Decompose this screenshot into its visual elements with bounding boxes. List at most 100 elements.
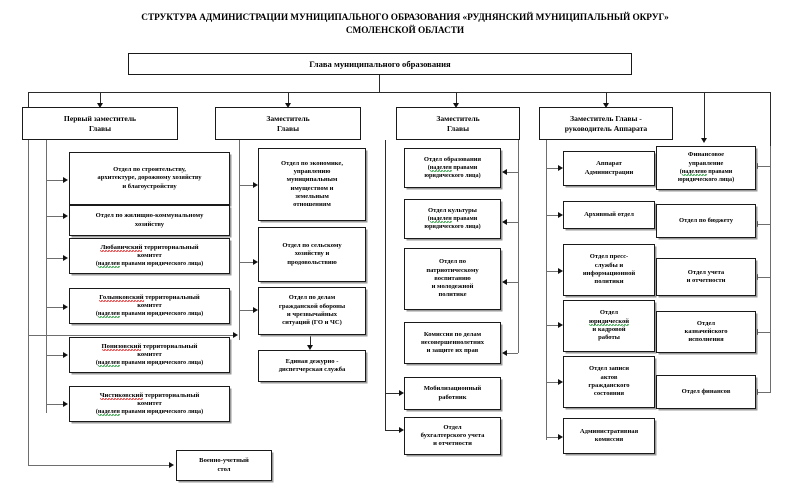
line: комитет xyxy=(137,301,162,309)
spellcheck-word: наделен xyxy=(97,261,120,269)
node-patriotic-education-youth-policy-dept[interactable]: Отдел по патриотическому воспитанию и мо… xyxy=(404,248,501,310)
connector-col3-b2 xyxy=(507,222,518,223)
line: продовольствию xyxy=(287,258,337,266)
arrow-right-military-desk xyxy=(169,462,174,468)
node-archive-dept[interactable]: Архивный отдел xyxy=(563,201,655,229)
legal-note: (наделен правами юридического лица) xyxy=(95,261,204,269)
node-civil-registry-office[interactable]: Отдел записи актов гражданского состояни… xyxy=(563,356,655,408)
spellcheck-word: Любавичский xyxy=(100,243,143,252)
node-administrative-commission[interactable]: Административная комиссия xyxy=(563,418,655,454)
line: актов xyxy=(600,373,618,381)
spellcheck-word: наделен xyxy=(97,311,120,319)
node-label: Заместитель Главы - руководитель Аппарат… xyxy=(540,114,672,133)
connector-drop-col1 xyxy=(100,92,101,105)
node-press-service-information-policy-dept[interactable]: Отдел пресс- службы и информационной пол… xyxy=(563,244,655,296)
line: управление xyxy=(688,159,724,167)
connector-col5-b4 xyxy=(758,392,770,393)
node-label: Отдел бухгалтерского учета и отчетности xyxy=(405,424,500,449)
spellcheck-word: наделен xyxy=(97,409,120,417)
node-first-deputy-head[interactable]: Первый заместитель Главы xyxy=(22,107,178,140)
node-deputy-head-social[interactable]: Заместитель Главы xyxy=(396,107,520,140)
node-unified-dispatch-service[interactable]: Единая дежурно - диспетчерская служба xyxy=(258,350,366,382)
line: Отдел образования xyxy=(423,155,482,163)
node-deputy-head-economy[interactable]: Заместитель Главы xyxy=(215,107,361,140)
connector-col3-b5 xyxy=(385,393,399,394)
node-economy-property-land-dept[interactable]: Отдел по экономике, управлению муниципал… xyxy=(258,148,366,221)
node-accounting-reporting-finance-dept[interactable]: Отдел учета и отчетности xyxy=(656,258,756,296)
node-ponizovsky-territorial-committee[interactable]: Понизовский территориальный комитет (над… xyxy=(69,337,230,373)
arrow-down-col3 xyxy=(453,103,459,108)
connector-drop-col3 xyxy=(456,92,457,105)
node-lyubavichsky-territorial-committee[interactable]: Любавичский территориальный комитет (над… xyxy=(69,238,230,274)
connector-col3-left-bus xyxy=(385,140,386,430)
title-line-2: СМОЛЕНСКОЙ ОБЛАСТИ xyxy=(345,25,465,36)
arrow-down-col2 xyxy=(285,103,291,108)
legal-note: (наделен правами юридического лица) xyxy=(95,360,204,368)
node-label: Чистиковский территориальный комитет (на… xyxy=(70,391,229,417)
line: имуществом и xyxy=(290,184,334,192)
head-line-2: руководитель Аппарата xyxy=(564,123,648,133)
node-juvenile-affairs-commission[interactable]: Комиссия по делам несовершеннолетних и з… xyxy=(404,322,501,364)
line: ситуаций (ГО и ЧС) xyxy=(282,319,342,327)
node-finance-dept[interactable]: Отдел финансов xyxy=(656,375,756,409)
spellcheck-word: наделено xyxy=(681,169,707,176)
line: Отдел по экономике, xyxy=(281,159,343,167)
node-deputy-head-apparatus[interactable]: Заместитель Главы - руководитель Аппарат… xyxy=(539,107,673,140)
node-label: Отдел по делам гражданской обороны и чре… xyxy=(259,294,365,327)
arrow-right-col2-b1 xyxy=(253,182,258,188)
line: Отдел учета xyxy=(687,268,725,276)
line: Отдел по делам xyxy=(288,294,336,302)
line: хозяйству и xyxy=(294,250,330,258)
node-accounting-reporting-dept[interactable]: Отдел бухгалтерского учета и отчетности xyxy=(404,417,501,455)
line: гражданского xyxy=(588,382,630,389)
line: комитет xyxy=(137,399,162,407)
line: и отчетности xyxy=(686,277,726,284)
connector-col1-inner-bus xyxy=(46,140,47,413)
node-treasury-execution-dept[interactable]: Отдел казначейского исполнения xyxy=(656,311,756,353)
arrow-right-col1-b1 xyxy=(63,177,68,183)
node-military-registration-desk[interactable]: Военно-учетный стол xyxy=(176,450,272,481)
connector-col5-bus xyxy=(770,146,771,393)
line: несовершеннолетних xyxy=(420,338,485,346)
line: Комиссия по делам xyxy=(423,330,482,338)
line: диспетчерская служба xyxy=(278,366,346,373)
legal-note-rest: правами юридического лица) xyxy=(119,311,204,318)
line: Административная xyxy=(579,427,639,435)
node-chistikovsky-territorial-committee[interactable]: Чистиковский территориальный комитет (на… xyxy=(69,386,230,422)
node-label: Аппарат Администрации xyxy=(564,160,654,177)
head-line-2: Главы xyxy=(88,123,112,133)
node-golynkovsky-territorial-committee[interactable]: Голынковский территориальный комитет (на… xyxy=(69,288,230,324)
node-construction-architecture-dept[interactable]: Отдел по строительству, архитектуре, дор… xyxy=(69,152,230,205)
node-label: Первый заместитель Главы xyxy=(23,114,177,133)
connector-drop-col5 xyxy=(704,92,705,140)
line-rest: территориальный xyxy=(142,243,199,251)
line: Отдел xyxy=(443,423,462,431)
arrow-right-col4-b3 xyxy=(558,268,563,274)
line: Отдел по строительству, xyxy=(113,166,186,174)
node-mobilization-officer[interactable]: Мобилизационный работник xyxy=(404,377,501,410)
node-housing-utilities-dept[interactable]: Отдел по жилищно-коммунальному хозяйству xyxy=(69,205,230,236)
line: Отдел пресс- xyxy=(589,253,629,261)
line: исполнения xyxy=(688,336,724,344)
line: Отдел xyxy=(599,309,619,317)
line: Администрации xyxy=(584,168,634,176)
node-legal-hr-dept[interactable]: Отдел юридической и кадровой работы xyxy=(563,300,655,352)
arrow-right-col3-b6 xyxy=(399,427,404,433)
node-label: Мобилизационный работник xyxy=(405,385,500,402)
node-administration-apparatus[interactable]: Аппарат Администрации xyxy=(563,151,655,186)
legal-note: (наделен правами юридического лица) xyxy=(95,311,204,319)
node-civil-defense-emergency-dept[interactable]: Отдел по делам гражданской обороны и чре… xyxy=(258,287,366,335)
line: Единая дежурно - xyxy=(285,357,339,365)
node-head-of-municipality[interactable]: Глава муниципального образования xyxy=(128,53,632,75)
node-agriculture-food-dept[interactable]: Отдел по сельскому хозяйству и продоволь… xyxy=(258,227,366,282)
node-budget-dept[interactable]: Отдел по бюджету xyxy=(656,204,756,238)
arrow-right-col1-b5 xyxy=(63,352,68,358)
connector-bus-right-edge xyxy=(770,92,771,146)
node-label: Голынковский территориальный комитет (на… xyxy=(70,293,229,319)
connector-col4-b5 xyxy=(546,382,558,383)
line: хозяйству xyxy=(134,220,165,228)
